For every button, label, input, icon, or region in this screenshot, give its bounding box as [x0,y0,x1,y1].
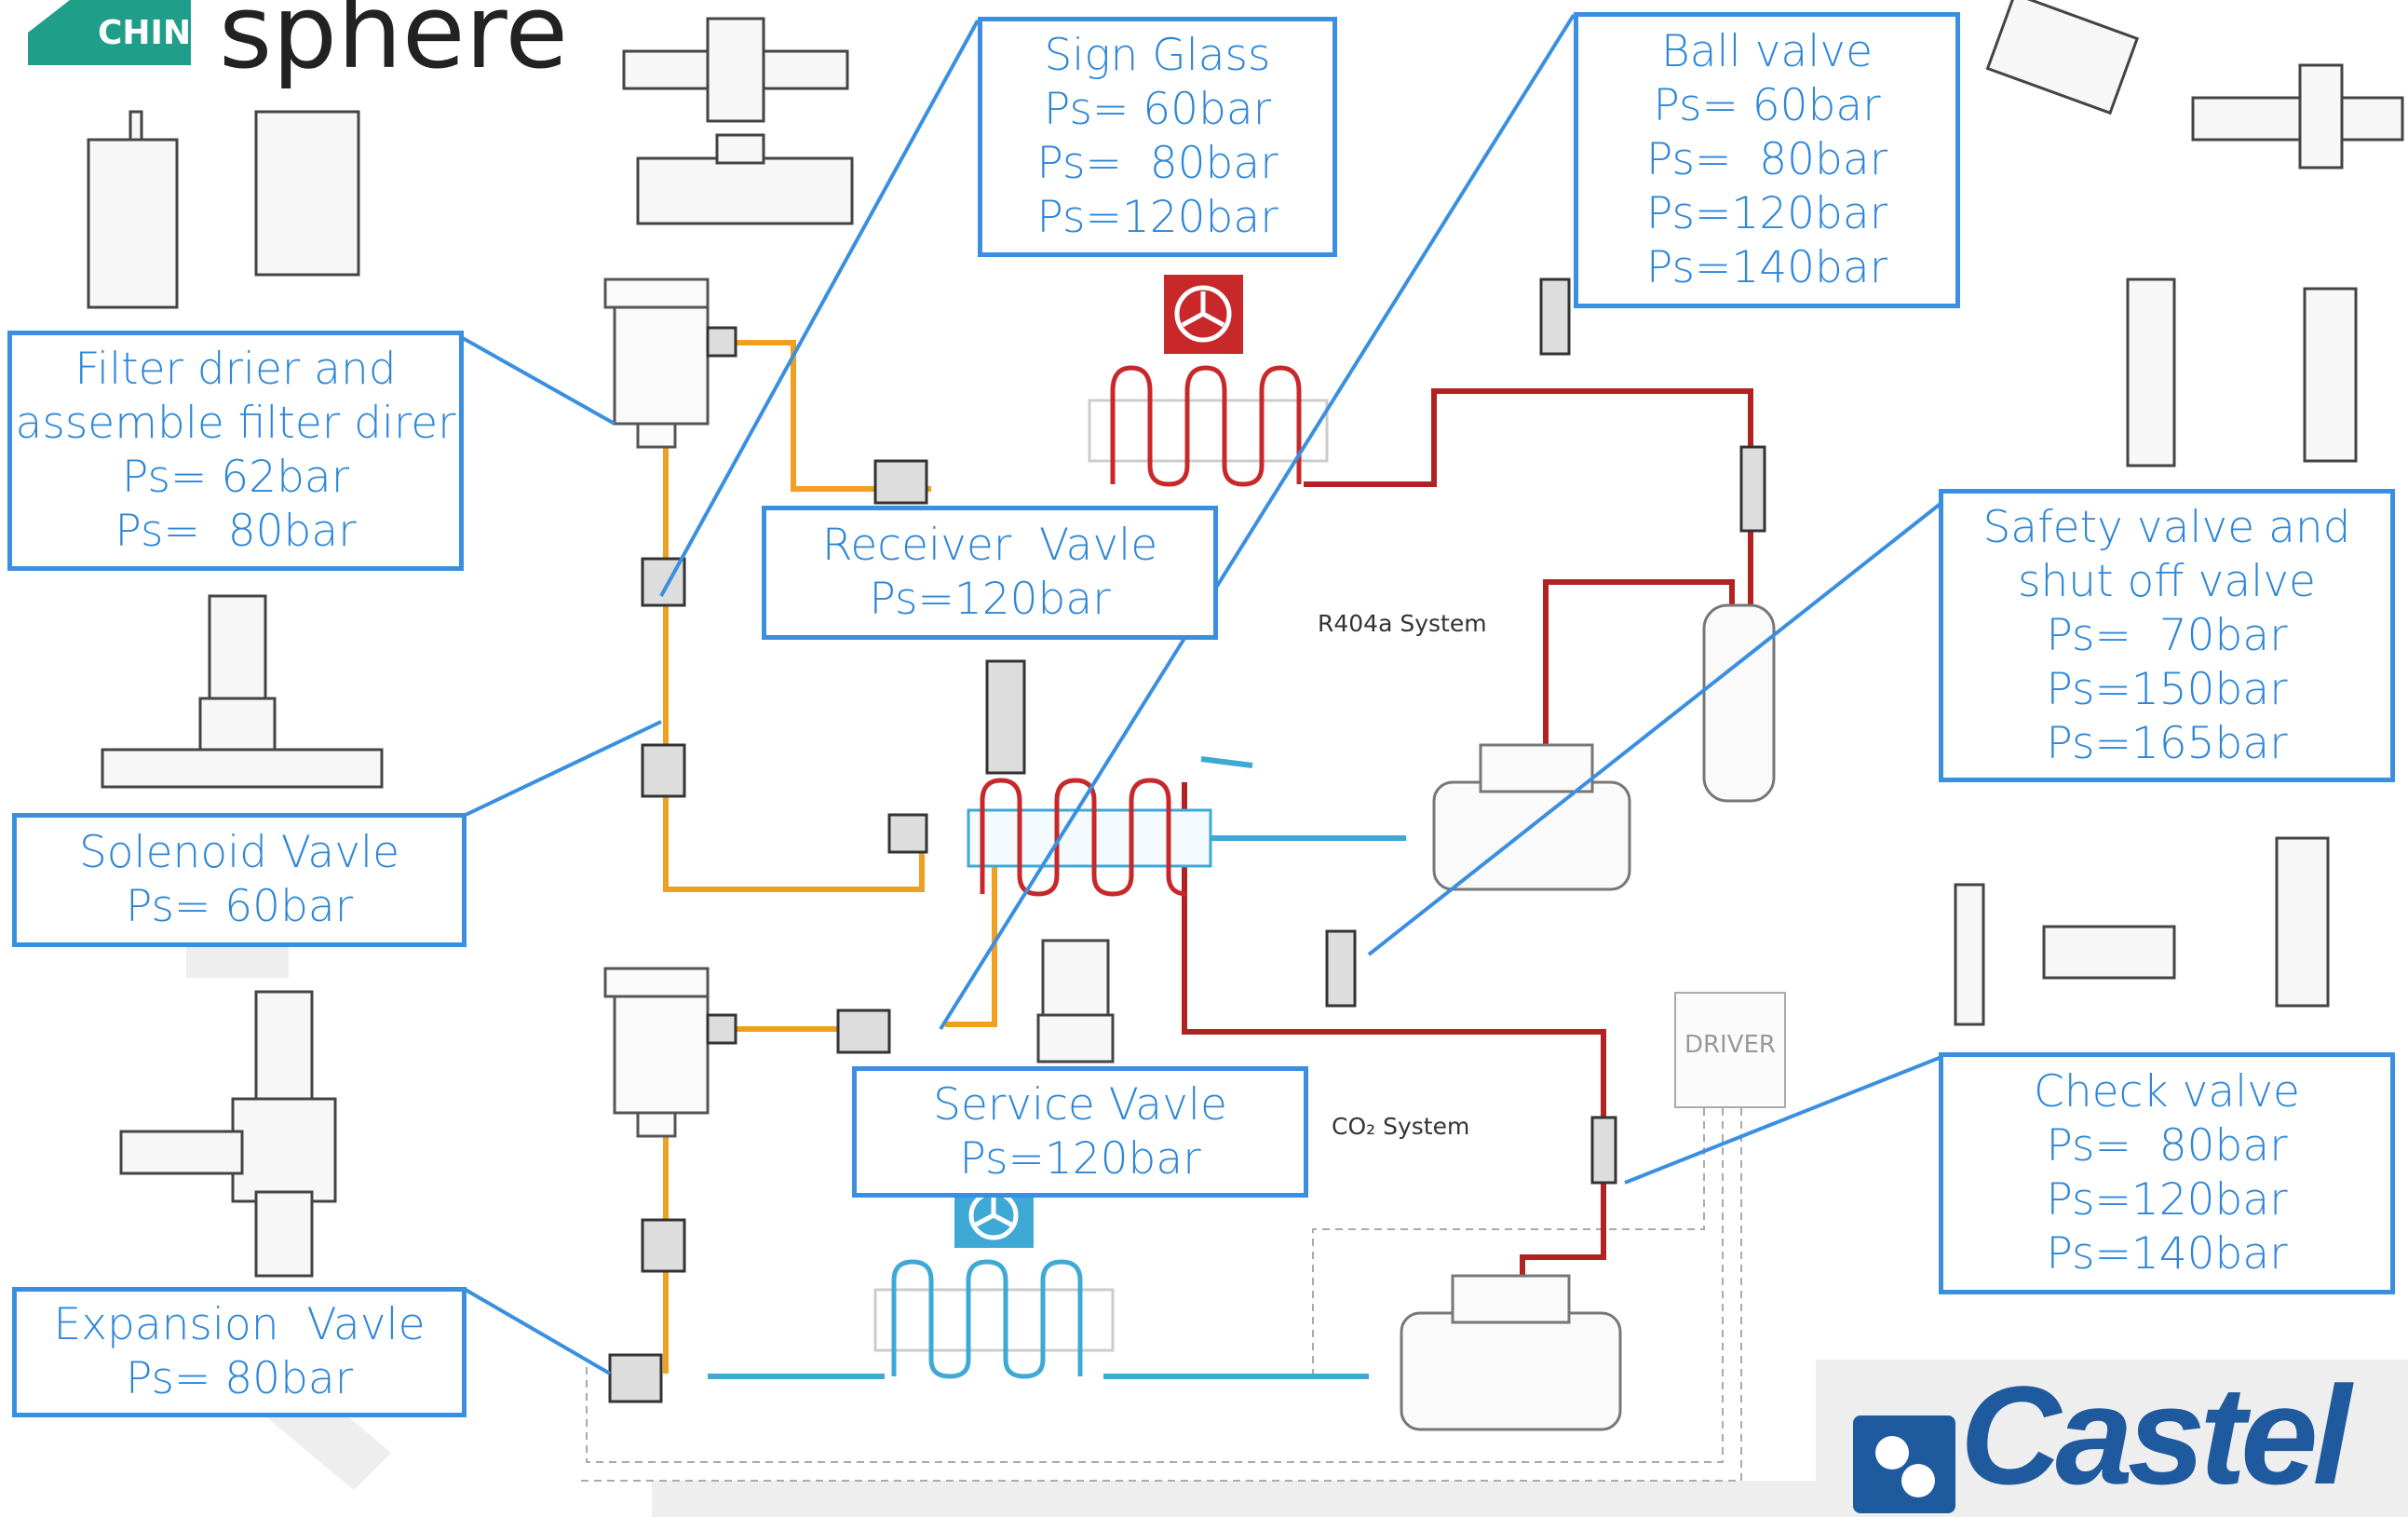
logo-word: sphere [219,0,569,91]
driver-box: DRIVER [1674,992,1786,1108]
control-wiring [577,1108,1742,1482]
line-valves [836,278,1766,1185]
co2-system-label: CO₂ System [1332,1113,1470,1140]
callout-leaders [460,13,1943,1375]
r404a-condenser [1088,275,1329,487]
cold-pipes [708,756,1406,1379]
co2-gas-cooler [873,1183,1115,1379]
sphere-logo-icon [28,0,191,65]
inline-valves-left [608,326,737,1403]
logo-tag: CHINA [98,14,217,52]
receiver-tanks [603,278,710,1138]
r404a-system-label: R404a System [1318,610,1487,637]
fan-red-icon [1164,275,1243,354]
catalog-images [87,0,2404,1278]
compressors [1400,603,1776,1431]
cascade-heat-exchanger [967,778,1212,897]
castel-logo-icon [1853,1415,1955,1513]
castel-wordmark: Castel [1960,1357,2351,1513]
